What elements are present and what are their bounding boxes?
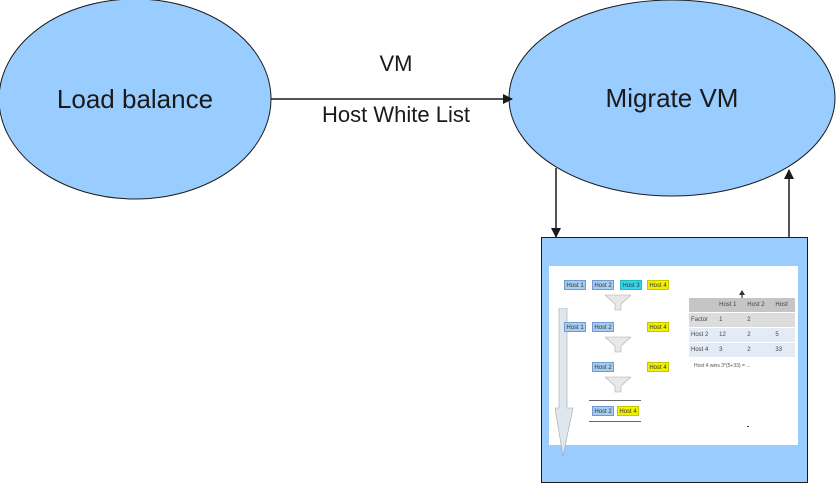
flow-chip: Host 4 [647,280,669,290]
flow-chip: Host 4 [647,362,669,372]
table-cell: 12 [717,327,746,343]
edge-load-to-migrate: VM Host White List [271,51,513,127]
table-cell: 3 [717,342,746,358]
score-table: Host 1 Host 2 Host Factor 1 2 Host 2 12 … [689,298,795,358]
flow-chip: Host 3 [620,280,642,290]
table-cell: Host 4 [689,342,718,358]
flow-chip: Host 1 [564,322,586,332]
result-divider [589,421,641,422]
table-cell: 5 [773,327,795,343]
migrate-vm-node[interactable]: Migrate VM [508,0,836,197]
flow-chip: Host 1 [564,280,586,290]
edge-label-vm: VM [380,51,413,76]
slide-dot [747,426,749,427]
flow-chip: Host 2 [592,280,614,290]
table-cell: 1 [717,312,746,328]
table-note: Host 4 wins 3*(5+33) = ... [694,363,751,369]
table-cell: Factor [689,312,718,328]
table-cell: 33 [773,342,795,358]
flow-chip: Host 2 [592,322,614,332]
filter-funnel-icon [605,336,631,353]
table-up-arrow [739,290,745,300]
table-cell: 2 [745,327,774,343]
table-cell: 2 [745,342,774,358]
table-row: Host 1 Host 2 Host [689,298,795,313]
table-cell: Host 1 [717,298,746,313]
filter-funnel-icon [605,376,631,393]
table-cell [689,298,718,313]
table-cell: Host 2 [689,327,718,343]
table-row: Host 2 12 2 5 [689,327,795,343]
flow-chip: Host 2 [592,406,614,416]
table-row: Host 4 3 2 33 [689,342,795,358]
result-divider [589,400,641,401]
table-cell: Host [773,298,795,313]
table-cell: 2 [745,312,774,328]
filter-funnel-icon [605,294,631,311]
flow-chip: Host 4 [647,322,669,332]
thumbnail-slide: Host 1 Host 2 Host 3 Host 4 Host 1 Host … [549,266,798,457]
load-balance-label: Load balance [57,84,213,114]
migrate-vm-label: Migrate VM [606,83,739,113]
edge-label-host-white-list: Host White List [322,102,470,127]
table-row: Factor 1 2 [689,312,795,328]
table-cell [773,312,795,328]
flow-chip: Host 2 [592,362,614,372]
table-cell: Host 2 [745,298,774,313]
load-balance-node[interactable]: Load balance [0,0,272,200]
flow-chip: Host 4 [617,406,639,416]
